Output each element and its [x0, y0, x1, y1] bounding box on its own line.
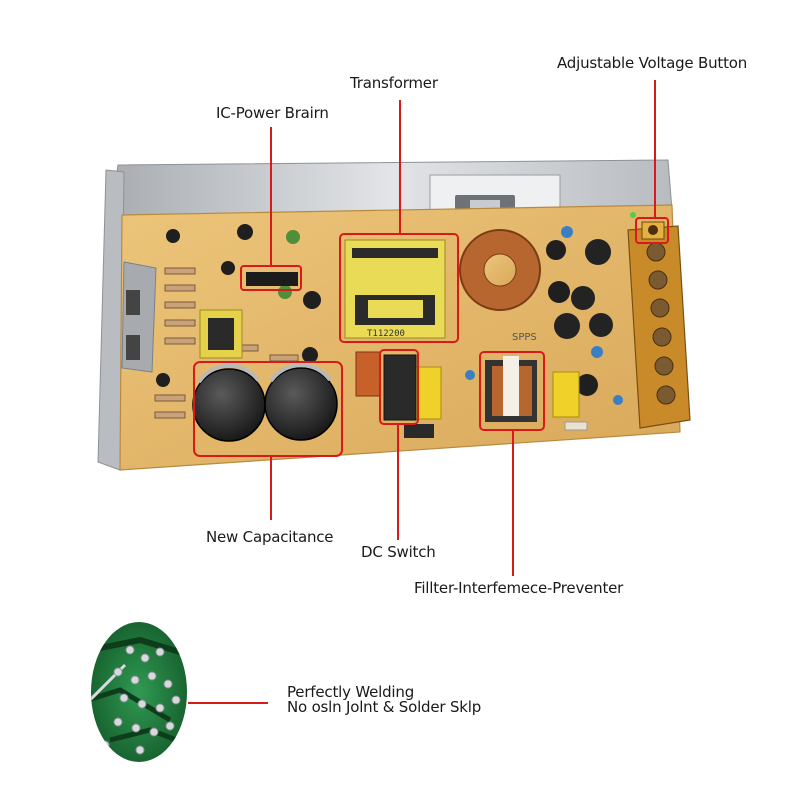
resistors — [154, 267, 299, 419]
leader-lines — [188, 80, 656, 704]
label-ic-power: IC-Power Brairn — [216, 104, 329, 122]
terminal-block — [627, 225, 691, 429]
board-code: SPPS — [512, 332, 537, 343]
filter-choke — [485, 356, 537, 422]
label-adjustable-voltage: Adjustable Voltage Button — [557, 54, 748, 72]
callout-box-capacitance — [193, 361, 343, 457]
transformer-code: T112200 — [367, 329, 405, 339]
label-welding-line2: No osln Jolnt & Solder Sklp — [287, 698, 482, 716]
toroid-inductor — [459, 229, 541, 311]
circuit-board: T112200 SPPS — [119, 204, 691, 471]
callout-box-voltage — [635, 217, 669, 244]
small-capacitors — [156, 224, 623, 405]
label-welding-line1: Perfectly Welding — [287, 683, 415, 701]
ic-chip — [246, 272, 298, 286]
label-new-capacitance: New Capacitance — [206, 528, 334, 546]
label-dc-switch: DC Switch — [361, 543, 436, 561]
dc-switch — [383, 354, 417, 421]
solder-closeup-inset — [91, 622, 187, 762]
label-welding: Perfectly Welding No osln Jolnt & Solder… — [287, 685, 481, 715]
transformer: T112200 — [344, 239, 446, 339]
bulk-capacitors — [192, 363, 338, 442]
label-filter: Fillter-Interfemece-Preventer — [414, 579, 624, 597]
label-transformer: Transformer — [350, 74, 438, 92]
